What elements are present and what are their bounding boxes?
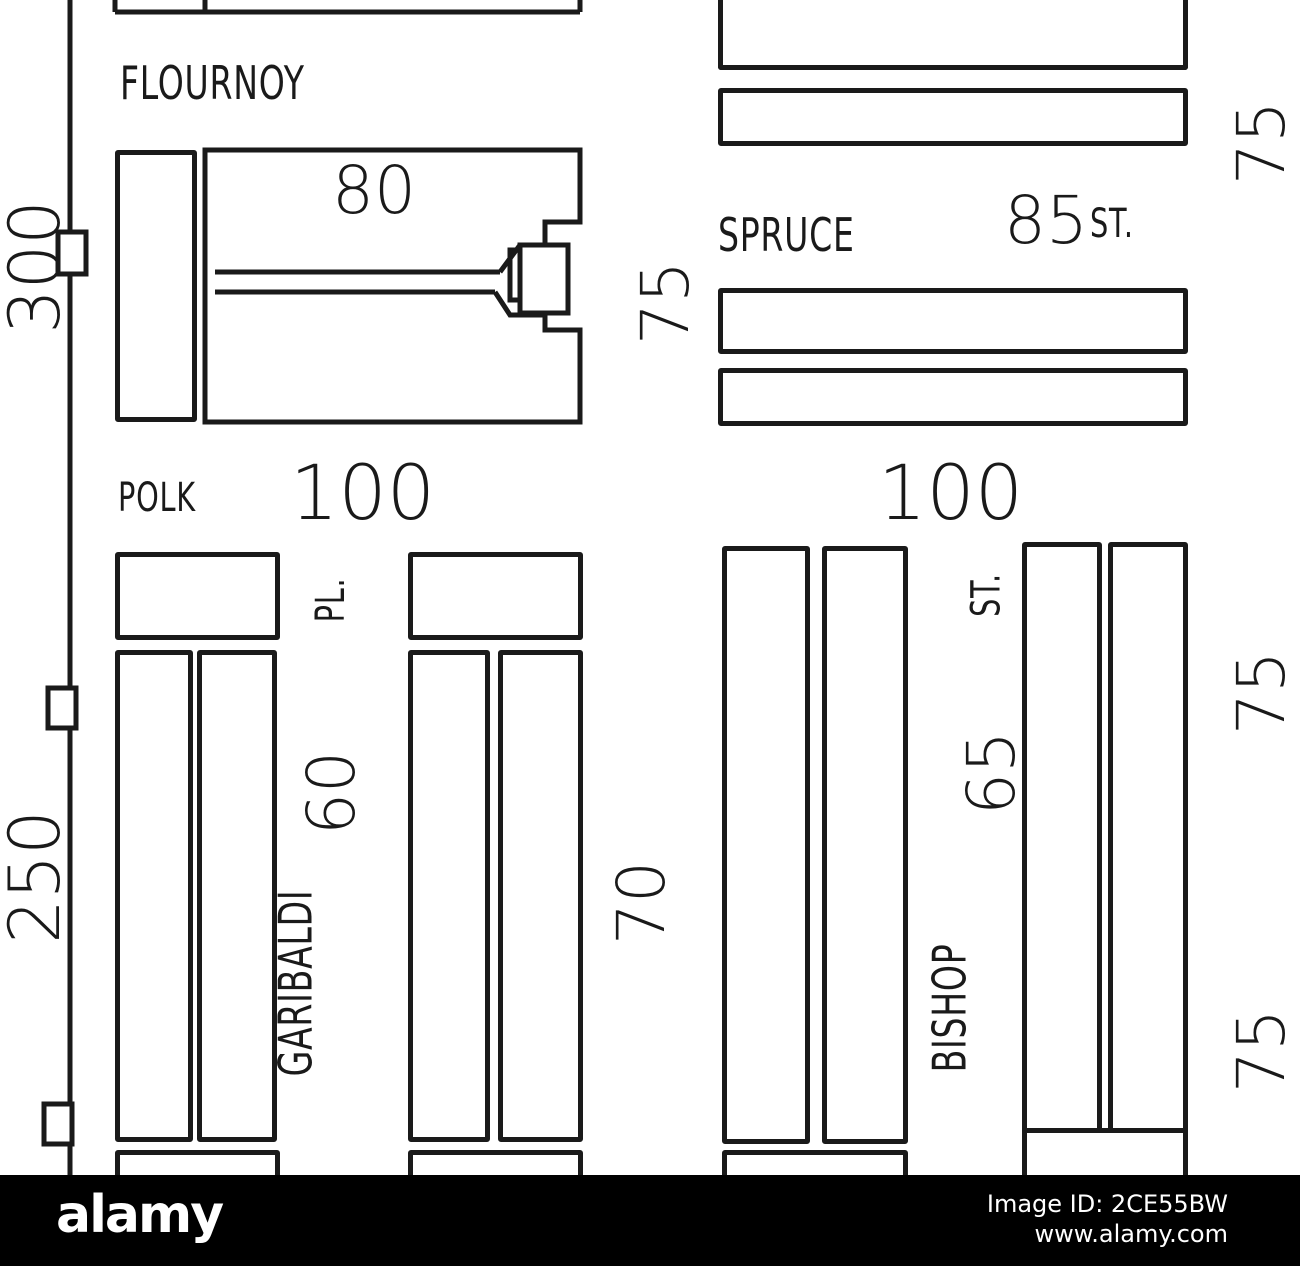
street-label-bishop: BISHOP <box>922 943 977 1073</box>
stock-info: Image ID: 2CE55BW www.alamy.com <box>987 1189 1228 1249</box>
block-garibaldi-w-2 <box>197 650 277 1142</box>
block-bishop-w-2 <box>822 546 908 1144</box>
block-bishop-e-2 <box>1108 542 1188 1142</box>
block-spruce-s1 <box>718 288 1188 354</box>
map-area: FLOURNOY POLK SPRUCE ST. GARIBALDI PL. B… <box>0 0 1300 1175</box>
block-partial-4 <box>1022 1128 1188 1175</box>
block-partial-1 <box>115 1150 280 1175</box>
elevation-center-100: 100 <box>878 448 1024 537</box>
watermark-footer: alamy Image ID: 2CE55BW www.alamy.com <box>0 1175 1300 1266</box>
elevation-60: 60 <box>292 751 370 835</box>
block-spruce-n2 <box>718 88 1188 146</box>
block-garibaldi-e-1 <box>408 650 490 1142</box>
block-bishop-e-1 <box>1022 542 1102 1142</box>
block-spruce-n1 <box>718 0 1188 70</box>
block-spruce-s2 <box>718 368 1188 426</box>
street-label-polk: POLK <box>118 475 196 521</box>
marker-250-b <box>41 1101 75 1147</box>
street-label-garibaldi: GARIBALDI <box>268 889 323 1077</box>
elevation-80: 80 <box>332 152 416 229</box>
contour-label-300: 300 <box>0 200 76 334</box>
block-polk-upper-left <box>115 150 197 422</box>
block-garibaldi-e-2 <box>498 650 583 1142</box>
block-bishop-w-1 <box>722 546 810 1144</box>
elevation-75-c: 75 <box>1222 651 1300 735</box>
source-url: www.alamy.com <box>1034 1220 1228 1248</box>
street-label-spruce: SPRUCE <box>718 208 855 262</box>
elevation-85: 85 <box>1004 182 1088 259</box>
image-id: Image ID: 2CE55BW <box>986 1190 1228 1218</box>
elevation-65: 65 <box>952 731 1030 815</box>
elevation-polk-100: 100 <box>290 448 436 537</box>
block-garibaldi-e-top <box>408 552 583 640</box>
brand-logo: alamy <box>56 1185 224 1245</box>
elevation-75-b: 75 <box>1222 101 1300 185</box>
street-label-bishop-st: ST. <box>963 573 1010 617</box>
elevation-75-d: 75 <box>1222 1009 1300 1093</box>
block-partial-2 <box>408 1150 583 1175</box>
contour-label-250: 250 <box>0 810 76 944</box>
street-label-spruce-st: ST. <box>1090 201 1134 247</box>
marker-300 <box>55 229 89 277</box>
block-garibaldi-w-1 <box>115 650 193 1142</box>
block-partial-3 <box>722 1150 908 1175</box>
marker-250-a <box>45 685 79 731</box>
elevation-75-a: 75 <box>626 261 704 345</box>
street-label-flournoy: FLOURNOY <box>120 56 305 110</box>
block-garibaldi-w-top <box>115 552 280 640</box>
elevation-70: 70 <box>602 861 680 945</box>
street-label-garibaldi-pl: PL. <box>308 577 355 623</box>
contour-line-svg <box>41 0 583 1175</box>
block-80-outline <box>202 147 583 425</box>
